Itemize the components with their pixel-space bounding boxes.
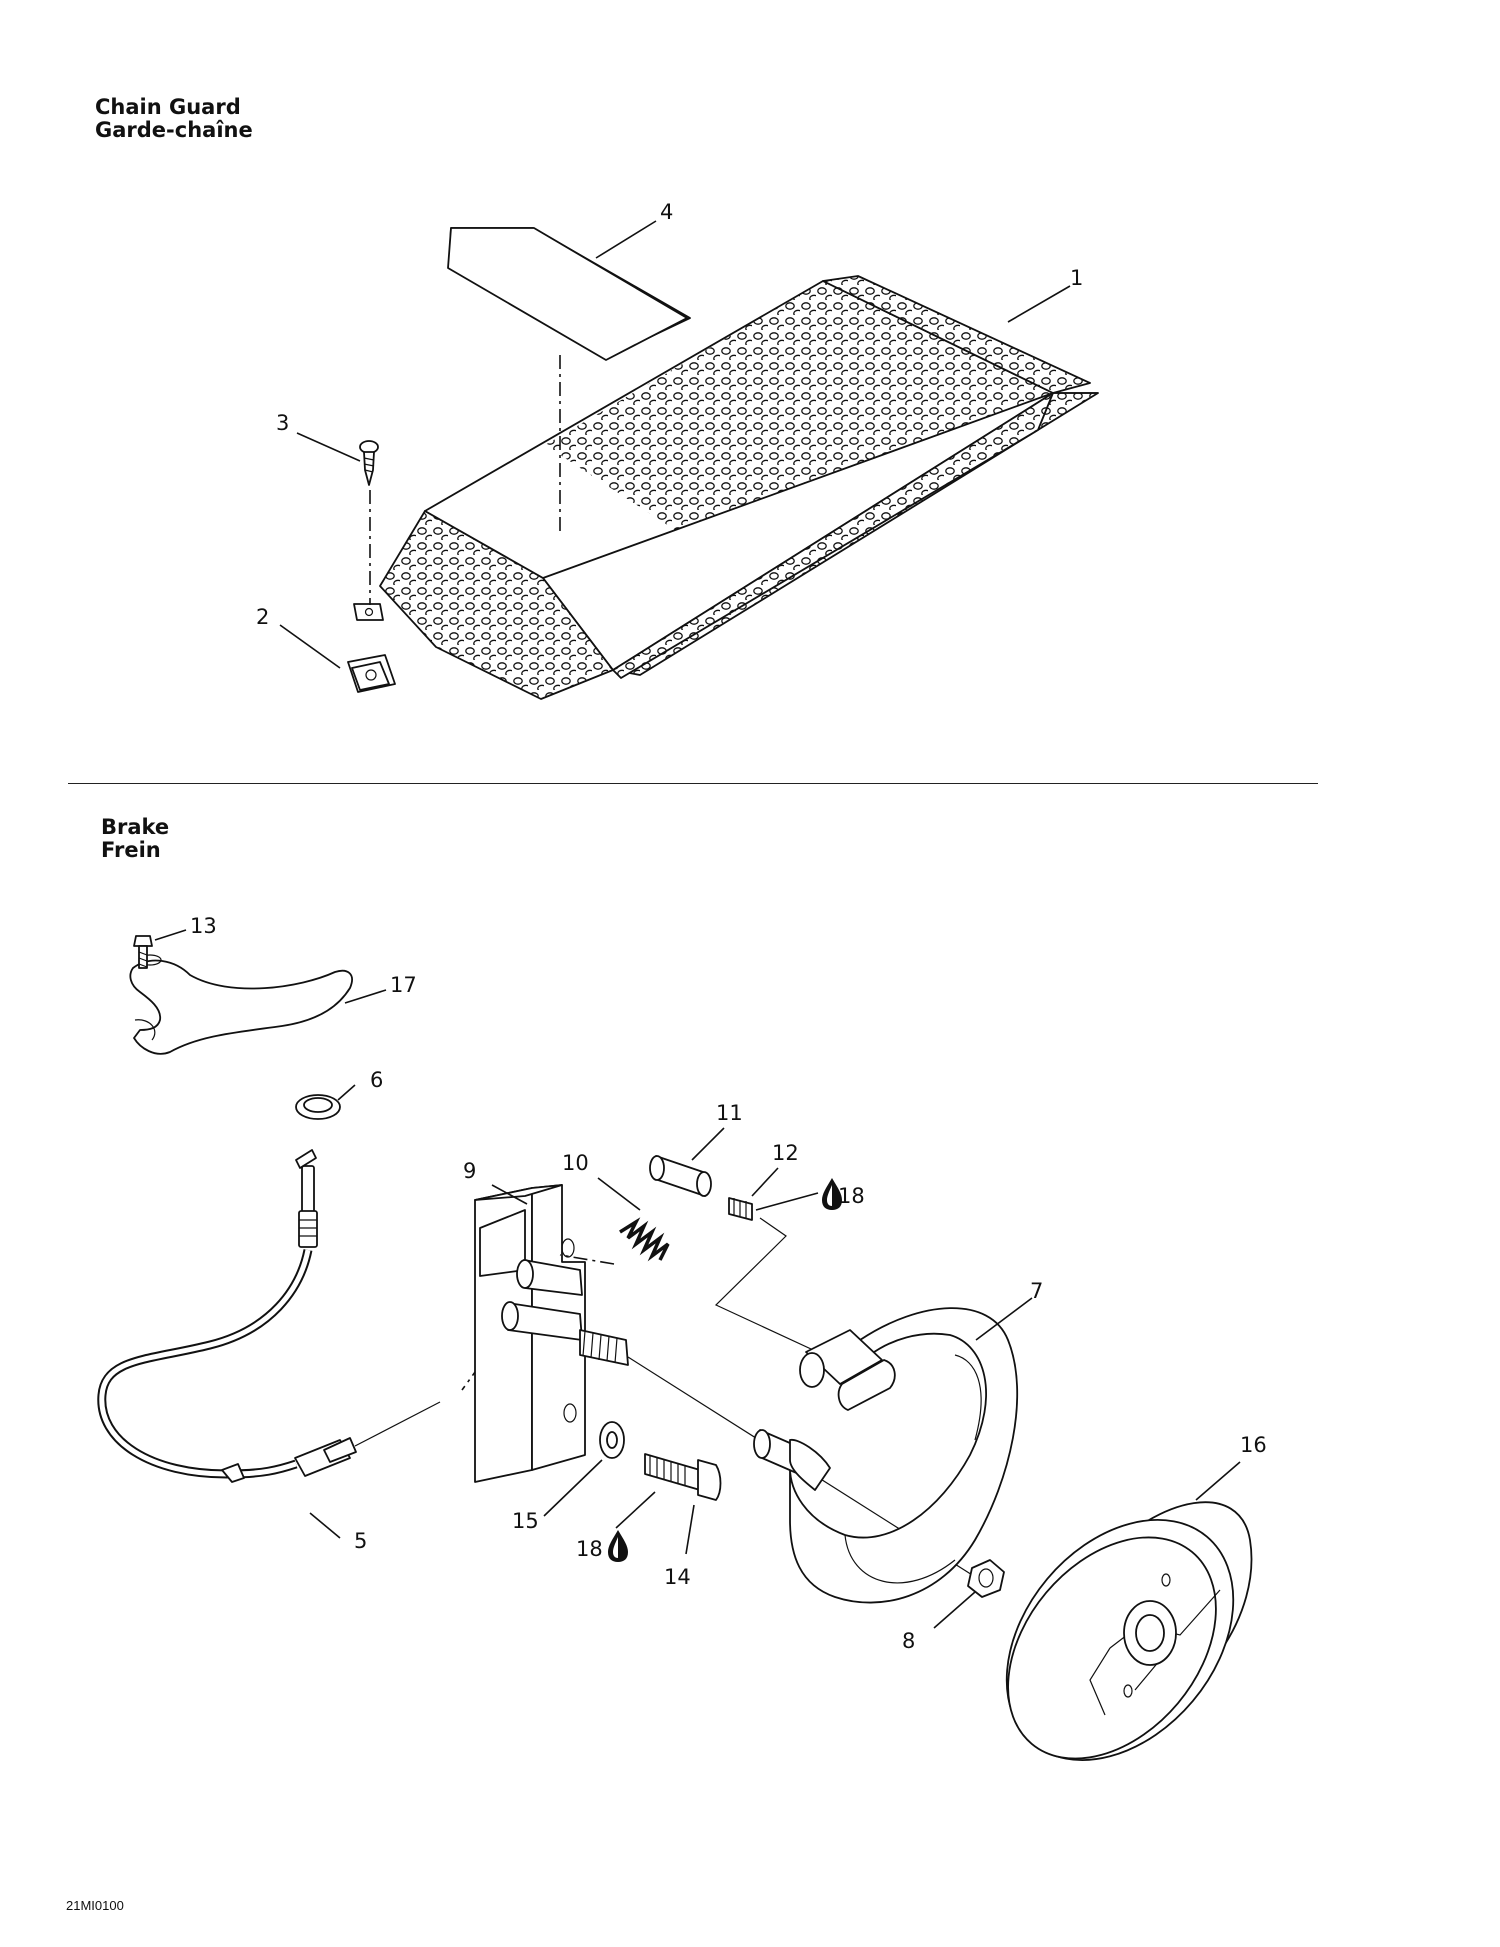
- adjuster-pin: [649, 1155, 712, 1197]
- callout-10: 10: [562, 1151, 589, 1175]
- callout-8: 8: [902, 1629, 915, 1653]
- callout-16: 16: [1240, 1433, 1267, 1457]
- oil-drop-icon: [822, 1178, 842, 1210]
- callout-17: 17: [390, 973, 417, 997]
- chain-guard: [353, 275, 1099, 700]
- callout-14: 14: [664, 1565, 691, 1589]
- callout-18-a: 18: [838, 1184, 865, 1208]
- brake-title-en: Brake: [101, 815, 170, 839]
- figure-reference: 21MI0100: [66, 1898, 124, 1913]
- return-spring: [619, 1217, 670, 1262]
- guard-clip-nut: [347, 654, 396, 693]
- callout-11: 11: [716, 1101, 743, 1125]
- callout-3: 3: [276, 411, 289, 435]
- brake-drum: [1005, 1501, 1253, 1761]
- chain-guard-title-fr: Garde-chaîne: [95, 118, 253, 142]
- brake-heading: Brake Frein: [101, 816, 169, 862]
- chain-guard-heading: Chain Guard Garde-chaîne: [95, 96, 253, 142]
- oil-drop-icon: [608, 1530, 628, 1562]
- callout-4: 4: [660, 200, 673, 224]
- callout-9: 9: [463, 1159, 476, 1183]
- lever-screw: [133, 935, 153, 969]
- callout-15: 15: [512, 1509, 539, 1533]
- set-screw: [728, 1197, 753, 1221]
- washer: [599, 1421, 625, 1459]
- brake-bracket: [474, 1184, 586, 1483]
- bracket-bolt: [644, 1453, 722, 1501]
- cable-clip: [295, 1094, 341, 1120]
- band-nut: [967, 1559, 1005, 1598]
- guard-screw: [359, 440, 379, 486]
- callout-12: 12: [772, 1141, 799, 1165]
- chain-guard-title-en: Chain Guard: [95, 95, 241, 119]
- brake-cable: [97, 1149, 441, 1483]
- callout-2: 2: [256, 605, 269, 629]
- callout-1: 1: [1070, 266, 1083, 290]
- callout-5: 5: [354, 1529, 367, 1553]
- section-divider: [68, 783, 1318, 784]
- brake-title-fr: Frein: [101, 838, 161, 862]
- callout-7: 7: [1030, 1279, 1043, 1303]
- callout-13: 13: [190, 914, 217, 938]
- brake-band: [753, 1307, 1019, 1604]
- callout-18-b: 18: [576, 1537, 603, 1561]
- callout-6: 6: [370, 1068, 383, 1092]
- brake-lever: [129, 954, 353, 1055]
